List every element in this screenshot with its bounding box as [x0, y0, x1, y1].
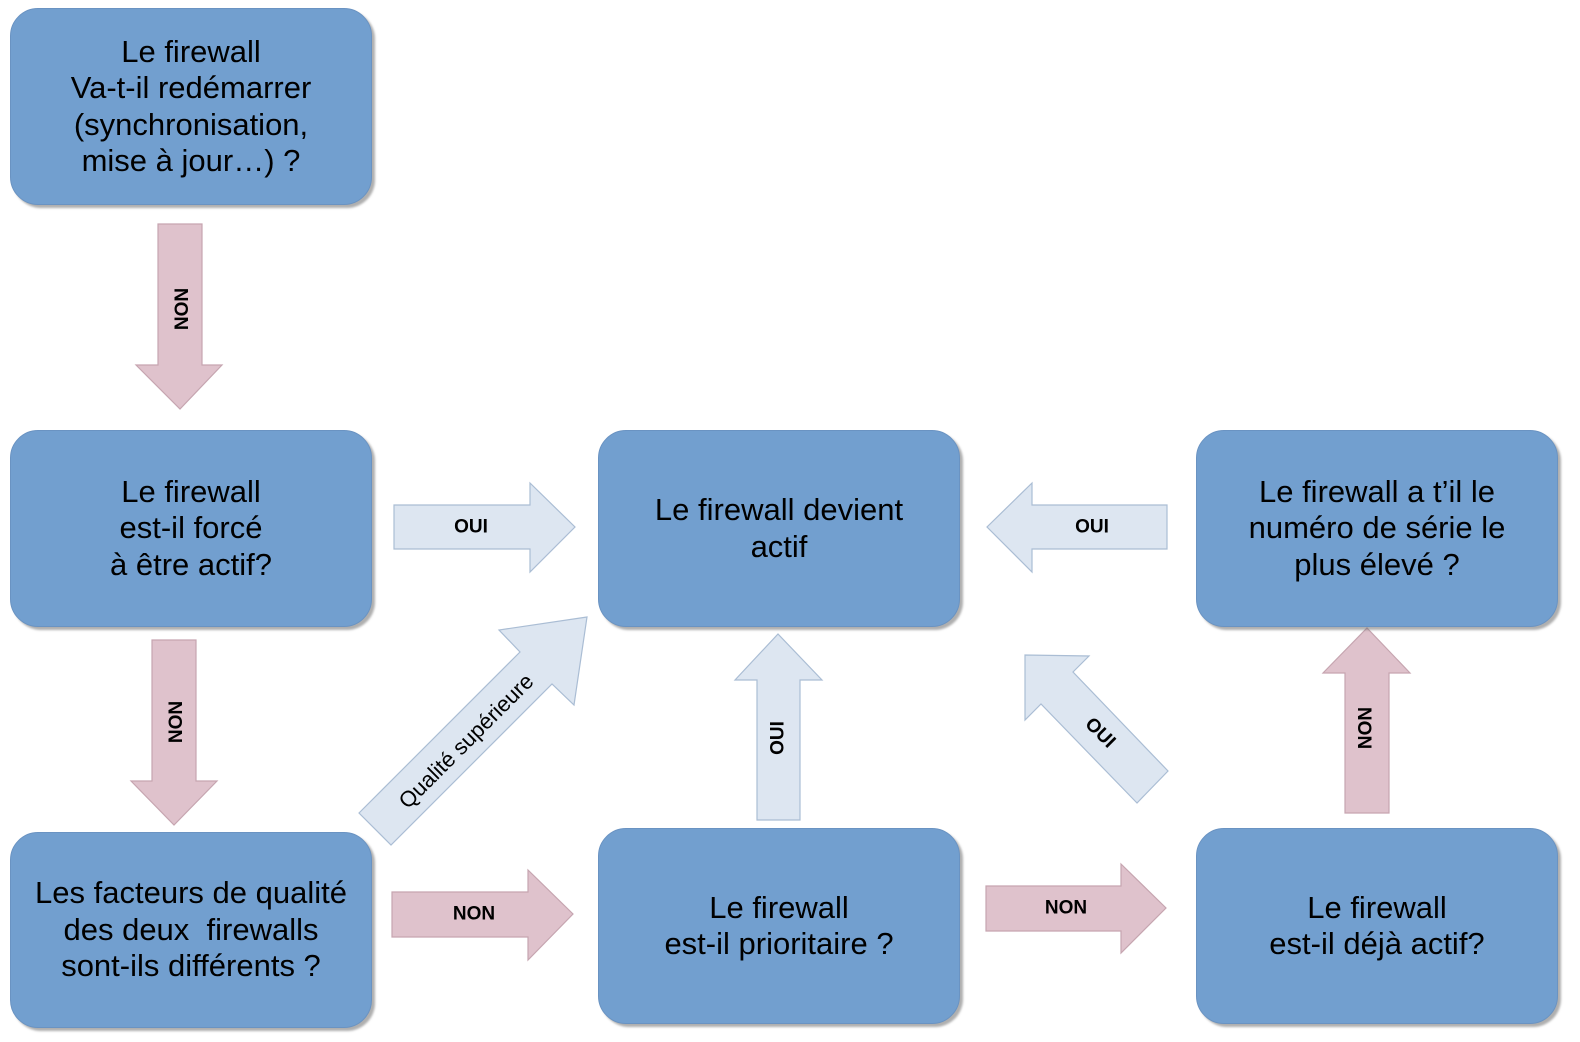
arrow-shape [986, 481, 1168, 574]
node-priority-question: Le firewall est-il prioritaire ? [598, 828, 960, 1024]
node-text-line: actif [750, 528, 808, 564]
arrow-shape [393, 481, 576, 574]
node-quality-question: Les facteurs de qualité des deux firewal… [10, 832, 372, 1028]
arrow-restart-to-forced: NON [134, 223, 224, 410]
arrow-label: NON [170, 288, 191, 330]
node-text-line: plus élevé ? [1294, 546, 1460, 582]
arrow-shape [134, 223, 224, 410]
node-already-active-question: Le firewall est-il déjà actif? [1196, 828, 1558, 1024]
node-text-line: mise à jour…) ? [81, 143, 301, 178]
node-serial-question: Le firewall a t’il le numéro de série le… [1196, 430, 1558, 627]
arrow-quality-to-active: Qualité supérieure [358, 616, 588, 846]
arrow-label: Qualité supérieure [394, 669, 539, 814]
arrow-shape [358, 616, 588, 846]
arrow-forced-to-active: OUI [393, 481, 576, 574]
arrow-quality-to-priority: NON [391, 868, 574, 962]
arrow-label: NON [453, 904, 495, 925]
arrow-already-active-to-active: OUI [1024, 654, 1169, 804]
node-text-line: à être actif? [110, 546, 272, 582]
arrow-serial-to-active: OUI [986, 481, 1168, 574]
node-text-line: est-il prioritaire ? [664, 926, 894, 961]
node-text-line: est-il forcé [119, 510, 263, 546]
arrow-forced-to-quality: NON [129, 639, 219, 826]
node-text-line: des deux firewalls [63, 911, 319, 947]
node-text-line: Les facteurs de qualité [35, 875, 347, 911]
node-text-line: Le firewall [121, 33, 261, 69]
node-restart-question: Le firewall Va-t-il redémarrer (synchron… [10, 8, 372, 205]
node-text-line: Le firewall devient [654, 492, 904, 527]
arrow-shape [985, 862, 1167, 955]
arrow-shape [391, 868, 574, 962]
arrow-shape [733, 633, 824, 821]
node-text-line: est-il déjà actif? [1269, 926, 1485, 961]
node-becomes-active: Le firewall devient actif [598, 430, 960, 627]
arrow-shape [1321, 627, 1412, 814]
arrow-shape [129, 639, 219, 826]
node-text-line: (synchronisation, [73, 106, 309, 142]
node-text-line: Le firewall [121, 473, 261, 509]
node-text-line: Le firewall [709, 889, 849, 925]
node-text-line: Va-t-il redémarrer [70, 70, 312, 105]
arrow-label: OUI [1075, 517, 1109, 538]
arrow-label: OUI [768, 721, 789, 755]
arrow-shape [1024, 654, 1169, 804]
node-text-line: Le firewall [1307, 889, 1447, 925]
arrow-label: OUI [454, 517, 488, 538]
node-text-line: sont-ils différents ? [61, 948, 321, 984]
node-forced-question: Le firewall est-il forcé à être actif? [10, 430, 372, 627]
node-text-line: numéro de série le [1248, 510, 1506, 546]
arrow-already-active-to-serial: NON [1321, 627, 1412, 814]
arrow-priority-to-active: OUI [733, 633, 824, 821]
node-text-line: Le firewall a t’il le [1258, 473, 1496, 509]
arrow-priority-to-already-active: NON [985, 862, 1167, 955]
arrow-label: NON [164, 701, 185, 743]
arrow-label: NON [1356, 707, 1377, 749]
arrow-label: NON [1045, 898, 1087, 919]
